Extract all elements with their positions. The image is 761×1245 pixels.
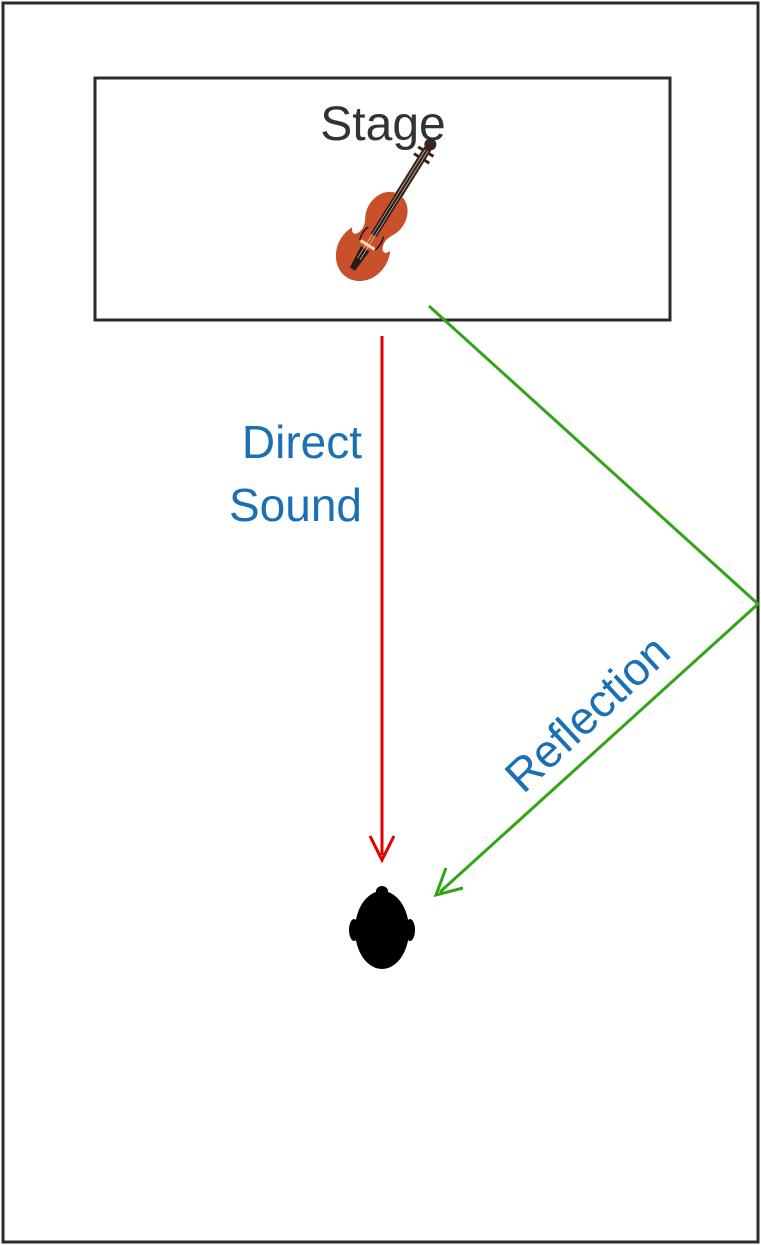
reflection-arrowhead (433, 867, 464, 898)
direct-sound-label-line2: Sound (229, 479, 362, 531)
reflection-path (427, 304, 761, 894)
direct-sound-label-line1: Direct (242, 416, 362, 468)
violin-icon (335, 138, 437, 282)
direct-sound-arrowhead (368, 835, 396, 864)
stage-box (93, 76, 672, 322)
reflection-label: Reflection (495, 625, 680, 803)
listener-head-icon (349, 886, 415, 969)
